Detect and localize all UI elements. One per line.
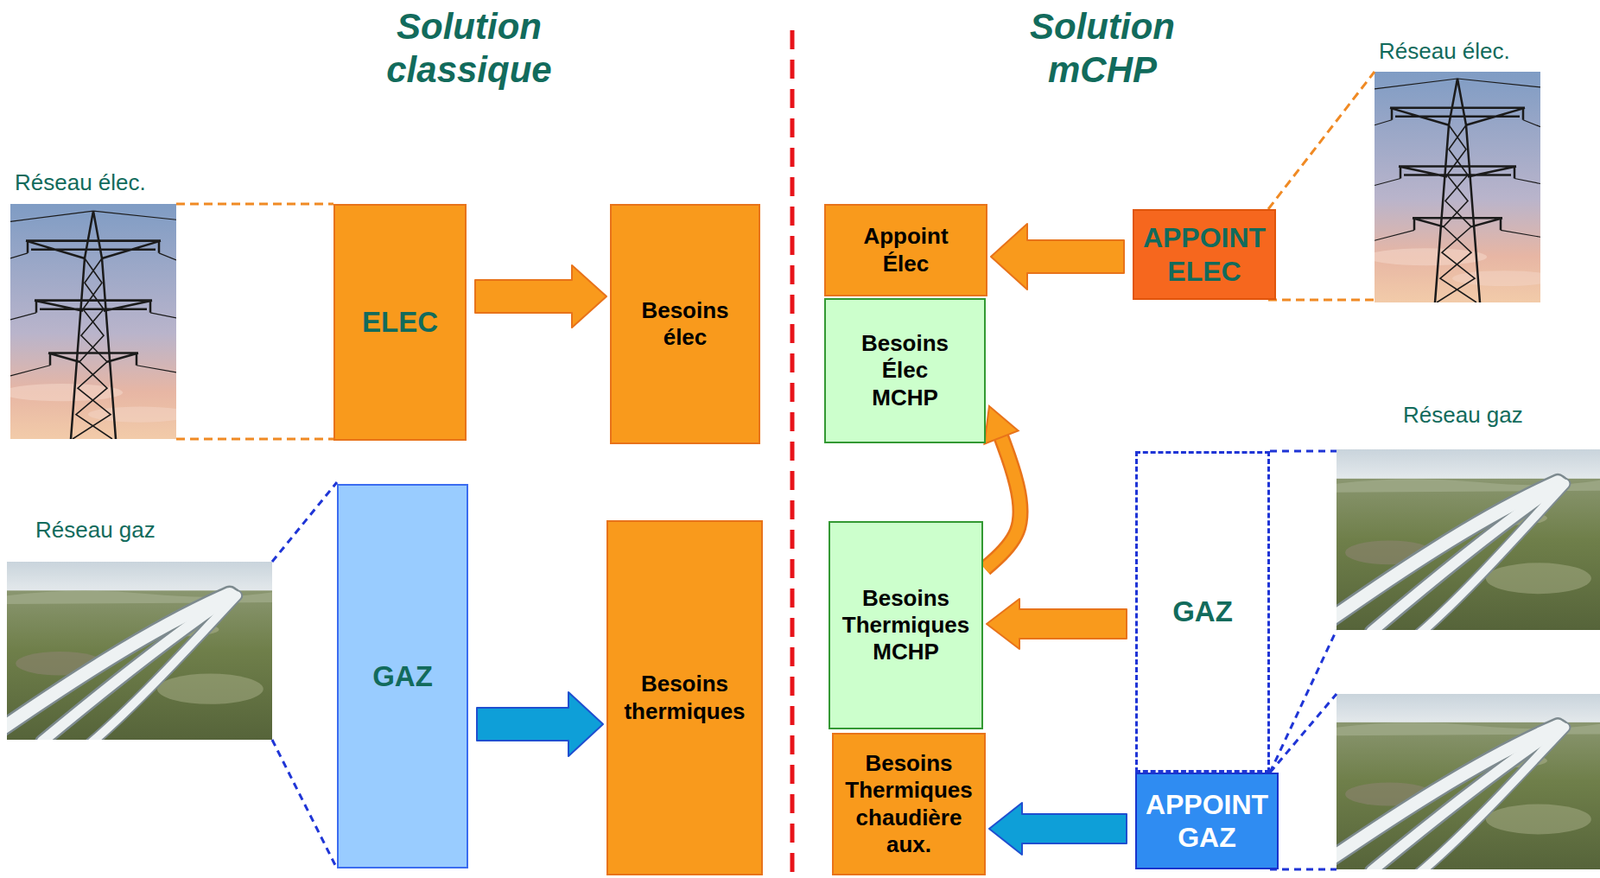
curved-arrow-outline — [984, 437, 1021, 569]
box-text: Besoins Élec MCHP — [849, 330, 962, 412]
dashed-link-line — [272, 482, 337, 562]
box-text: Besoins Thermiques MCHP — [837, 584, 976, 667]
need-box: Besoins thermiques — [606, 520, 763, 876]
block-arrow-shape — [476, 692, 604, 756]
box-text: GAZ — [1172, 594, 1233, 629]
text-group: Besoins Élec MCHP — [849, 330, 962, 412]
block-arrow — [475, 265, 607, 328]
block-arrow-shape — [986, 598, 1127, 649]
block-arrow-shape — [990, 223, 1124, 290]
arrow-head — [984, 406, 1018, 445]
dashed-link-line — [1269, 629, 1337, 773]
gas-pipeline-photo — [0, 561, 273, 743]
text-group: ELEC — [361, 304, 439, 340]
section-heading: Solution mCHP — [998, 5, 1207, 93]
block-arrow — [990, 223, 1124, 290]
block-arrow — [989, 802, 1127, 855]
text-group: GAZ — [372, 659, 433, 694]
text-group: Besoins Thermiques MCHP — [837, 584, 976, 667]
box-text: Besoins élec — [628, 297, 742, 351]
block-arrow — [986, 598, 1127, 649]
divider-line — [790, 30, 795, 875]
block-arrow — [476, 692, 604, 756]
gas-supply-box: GAZ — [336, 483, 469, 869]
power-pylon-photo — [1365, 71, 1556, 303]
dashed-link-line — [1268, 298, 1375, 302]
text-group: Appoint Élec — [851, 222, 960, 277]
dashed-link-line — [1269, 693, 1337, 773]
box-text: APPOINT GAZ — [1142, 787, 1272, 855]
dashed-link-line — [1269, 868, 1337, 871]
gas-pipeline-photo — [1327, 693, 1600, 873]
power-pylon-photo — [1, 203, 192, 439]
block-arrow-shape — [989, 802, 1127, 855]
dashed-link-line — [272, 739, 337, 869]
dashed-link-line — [176, 203, 334, 206]
network-label: Réseau gaz — [35, 516, 191, 544]
box-text: Appoint Élec — [851, 222, 960, 277]
need-box: Appoint Élec — [824, 203, 988, 297]
elec-supply-box: ELEC — [333, 203, 467, 441]
mchp-need-box: Besoins Élec MCHP — [824, 298, 986, 444]
dashed-link-lines — [272, 450, 1337, 870]
section-heading: Solution classique — [365, 5, 573, 93]
text-group: APPOINT ELEC — [1139, 221, 1270, 288]
need-box: Besoins Thermiques chaudière aux. — [831, 732, 986, 876]
gas-pipeline-photo — [1327, 449, 1600, 634]
box-text: ELEC — [361, 304, 439, 340]
curved-arrow — [984, 406, 1021, 569]
network-label: Réseau gaz — [1403, 401, 1559, 429]
text-group: Besoins Thermiques chaudière aux. — [839, 749, 978, 858]
text-group: Besoins élec — [628, 297, 742, 351]
network-label: Réseau élec. — [14, 169, 171, 197]
network-label: Réseau élec. — [1378, 38, 1535, 65]
text-group: GAZ — [1172, 594, 1233, 629]
box-text: Besoins thermiques — [613, 670, 756, 724]
backup-elec-box: APPOINT ELEC — [1132, 209, 1277, 300]
dashed-link-line — [1268, 71, 1375, 210]
box-text: APPOINT ELEC — [1139, 221, 1270, 288]
mchp-need-box: Besoins Thermiques MCHP — [828, 520, 984, 730]
dashed-link-line — [176, 438, 334, 441]
text-group: APPOINT GAZ — [1142, 787, 1272, 855]
text-group: Besoins thermiques — [613, 670, 756, 724]
dashed-link-line — [1269, 450, 1337, 453]
box-text: Besoins Thermiques chaudière aux. — [839, 749, 978, 858]
block-arrow-shape — [475, 265, 607, 328]
curved-arrow-shaft — [984, 437, 1021, 569]
backup-gas-box: APPOINT GAZ — [1135, 772, 1279, 870]
box-text: GAZ — [372, 659, 433, 694]
gas-supply-box: GAZ — [1135, 450, 1270, 773]
need-box: Besoins élec — [609, 203, 761, 445]
